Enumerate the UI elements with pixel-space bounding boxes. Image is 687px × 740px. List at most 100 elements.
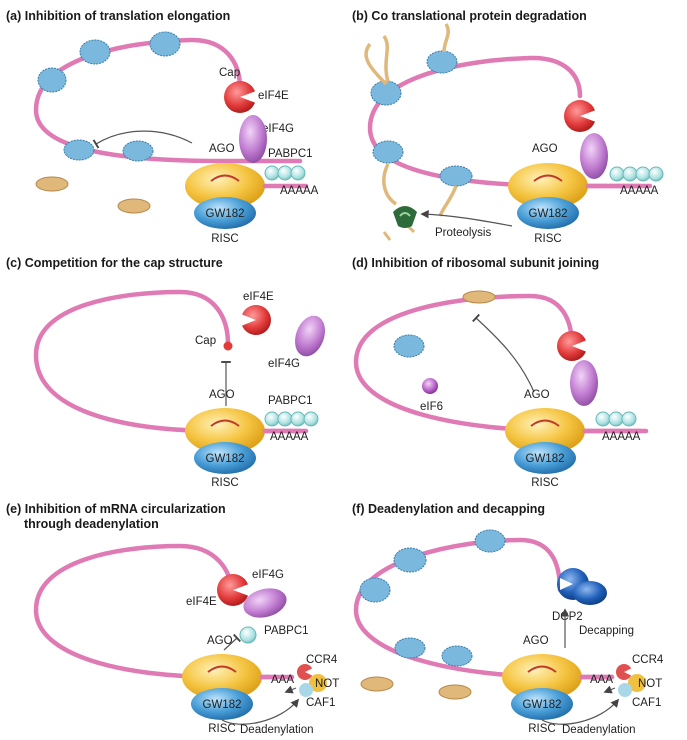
dcp2-icon — [557, 568, 607, 605]
label-gw182-a: GW182 — [206, 208, 245, 220]
gw182-icon — [517, 197, 579, 229]
panel-d: (d) Inhibition of ribosomal subunit join… — [352, 256, 649, 489]
gw182-icon — [511, 688, 573, 720]
label-proteolysis: Proteolysis — [435, 227, 491, 239]
panel-c: (c) Competition for the cap structure Ca… — [6, 256, 325, 489]
inhibition-arrow — [92, 130, 193, 149]
deadenylation-small-arrow — [603, 685, 616, 694]
label-eif4g-c: eIF4G — [268, 358, 300, 370]
peptide-icon — [117, 198, 151, 214]
ribosome-icon — [37, 67, 67, 93]
panel-e-title-1: (e) Inhibition of mRNA circularization — [6, 502, 226, 516]
peptide-icon — [438, 684, 472, 700]
ago-icon — [508, 163, 588, 209]
label-gw182-e: GW182 — [203, 699, 242, 711]
ribosome-icon — [393, 547, 427, 573]
panel-a: (a) Inhibition of translation elongation… — [6, 9, 319, 245]
label-gw182-f: GW182 — [523, 699, 562, 711]
panel-c-title: (c) Competition for the cap structure — [6, 256, 223, 270]
label-decapping: Decapping — [579, 625, 634, 637]
mrna-e — [33, 543, 273, 680]
pabpc1-icon — [609, 166, 664, 182]
ccr4-not-complex-icon — [616, 664, 646, 697]
label-cap-a: Cap — [219, 67, 240, 79]
label-risc-c: RISC — [211, 477, 238, 489]
label-gw182-b: GW182 — [529, 208, 568, 220]
label-risc-b: RISC — [534, 233, 561, 245]
eif4g-icon — [239, 115, 267, 163]
eif4g-icon — [580, 133, 608, 179]
label-deadenylation-f: Deadenylation — [562, 724, 636, 736]
label-polya-c: AAAAA — [270, 431, 309, 443]
peptide-icon — [35, 176, 69, 192]
peptide-icon — [364, 23, 458, 241]
eif4e-icon — [241, 305, 271, 335]
label-eif4e-e: eIF4E — [186, 596, 217, 608]
label-not-e: NOT — [315, 678, 339, 690]
label-polya-e: AAA — [271, 674, 294, 686]
ago-icon — [185, 408, 265, 454]
label-polya-f: AAA — [590, 674, 613, 686]
panel-f: (f) Deadenylation and decapping DCP2 Dec… — [352, 502, 664, 736]
panel-d-title: (d) Inhibition of ribosomal subunit join… — [352, 256, 599, 270]
label-pabpc1-a: PABPC1 — [268, 148, 313, 160]
cap-icon — [223, 341, 233, 351]
label-ago-c: AGO — [209, 389, 235, 401]
eif4e-icon — [224, 81, 256, 113]
ago-icon — [502, 654, 582, 700]
peptide-icon — [462, 290, 496, 304]
label-risc-d: RISC — [531, 477, 558, 489]
mrna-d — [353, 293, 643, 434]
label-eif4g-a: eIF4G — [262, 123, 294, 135]
label-ago-e: AGO — [207, 635, 233, 647]
label-polya-a: AAAAA — [280, 185, 319, 197]
label-ago-a: AGO — [209, 143, 235, 155]
proteasome-icon — [393, 206, 417, 228]
panel-b-title: (b) Co translational protein degradation — [352, 9, 587, 23]
ribosome-icon — [63, 139, 95, 161]
ago-icon — [185, 163, 265, 209]
eif6-icon — [422, 378, 438, 394]
gw182-icon — [191, 688, 253, 720]
label-risc-e: RISC — [208, 723, 235, 735]
eif4e-icon — [564, 100, 596, 132]
eif4g-icon — [243, 588, 287, 618]
ccr4-not-complex-icon — [297, 664, 327, 697]
pabpc1-icon — [264, 411, 319, 427]
inhibition-arrow — [223, 633, 241, 651]
label-gw182-d: GW182 — [526, 453, 565, 465]
label-cap-c: Cap — [195, 335, 216, 347]
pabpc1-icon — [239, 626, 257, 644]
gw182-icon — [194, 442, 256, 474]
label-polya-b: AAAAA — [620, 185, 659, 197]
deadenylation-arrow — [221, 698, 300, 725]
ribosome-icon — [79, 39, 111, 65]
label-ago-b: AGO — [532, 143, 558, 155]
eif4e-icon — [557, 331, 587, 361]
panel-f-title: (f) Deadenylation and decapping — [352, 502, 545, 516]
panel-a-title: (a) Inhibition of translation elongation — [6, 9, 230, 23]
ribosome-icon — [149, 31, 181, 57]
label-ago-d: AGO — [524, 389, 550, 401]
label-risc-f: RISC — [528, 723, 555, 735]
mrna-c — [33, 289, 303, 434]
ribosome-icon — [426, 50, 458, 74]
ribosome-icon — [439, 165, 473, 187]
gw182-icon — [514, 442, 576, 474]
ribosome-icon — [474, 529, 506, 553]
ribosome-icon — [372, 140, 404, 164]
pabpc1-icon — [595, 411, 637, 427]
eif4g-icon — [570, 360, 598, 406]
deadenylation-small-arrow — [284, 685, 297, 694]
proteolysis-arrow — [420, 210, 513, 227]
ribosome-icon — [394, 637, 426, 659]
ribosome-icon — [393, 334, 425, 358]
peptide-icon — [360, 676, 394, 692]
panel-b: (b) Co translational protein degradation… — [352, 9, 664, 245]
label-eif6: eIF6 — [420, 401, 443, 413]
label-eif4e-c: eIF4E — [243, 291, 274, 303]
label-pabpc1-c: PABPC1 — [268, 395, 313, 407]
eif4e-icon — [217, 574, 249, 606]
label-dcp2: DCP2 — [552, 611, 583, 623]
label-eif4e-a: eIF4E — [258, 90, 289, 102]
